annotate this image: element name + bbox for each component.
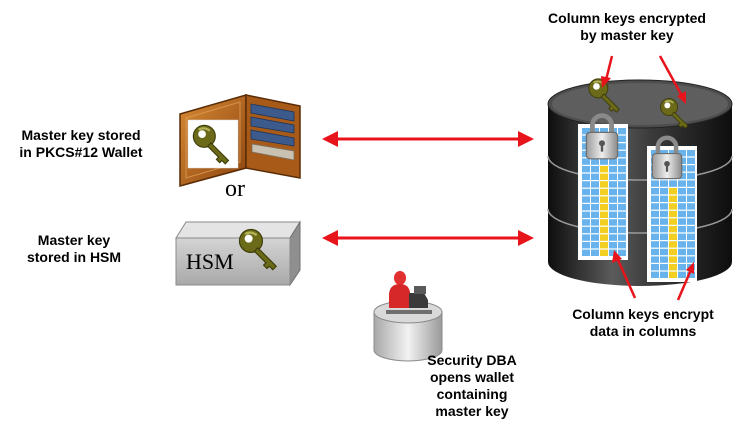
hsm-caption: Master key stored in HSM bbox=[26, 232, 122, 265]
hsm-to-db-arrow bbox=[322, 230, 534, 246]
column-table-icon-left bbox=[578, 124, 628, 260]
wallet-caption: Master key stored in PKCS#12 Wallet bbox=[19, 127, 143, 160]
wallet-to-db-arrow bbox=[322, 131, 534, 147]
hsm-box-label: HSM bbox=[186, 249, 234, 274]
column-keys-encrypted-caption: Column keys encrypted by master key bbox=[548, 10, 706, 43]
wallet-icon bbox=[179, 94, 301, 187]
security-dba-figure-icon bbox=[373, 271, 443, 362]
security-dba-caption: Security DBA opens wallet containing mas… bbox=[427, 352, 517, 419]
or-label: or bbox=[225, 176, 245, 202]
hsm-box-icon: HSM bbox=[175, 220, 301, 287]
pointer-arrows bbox=[601, 55, 694, 301]
column-keys-encrypt-caption: Column keys encrypt data in columns bbox=[572, 306, 714, 339]
database-cylinder-icon bbox=[547, 79, 733, 286]
